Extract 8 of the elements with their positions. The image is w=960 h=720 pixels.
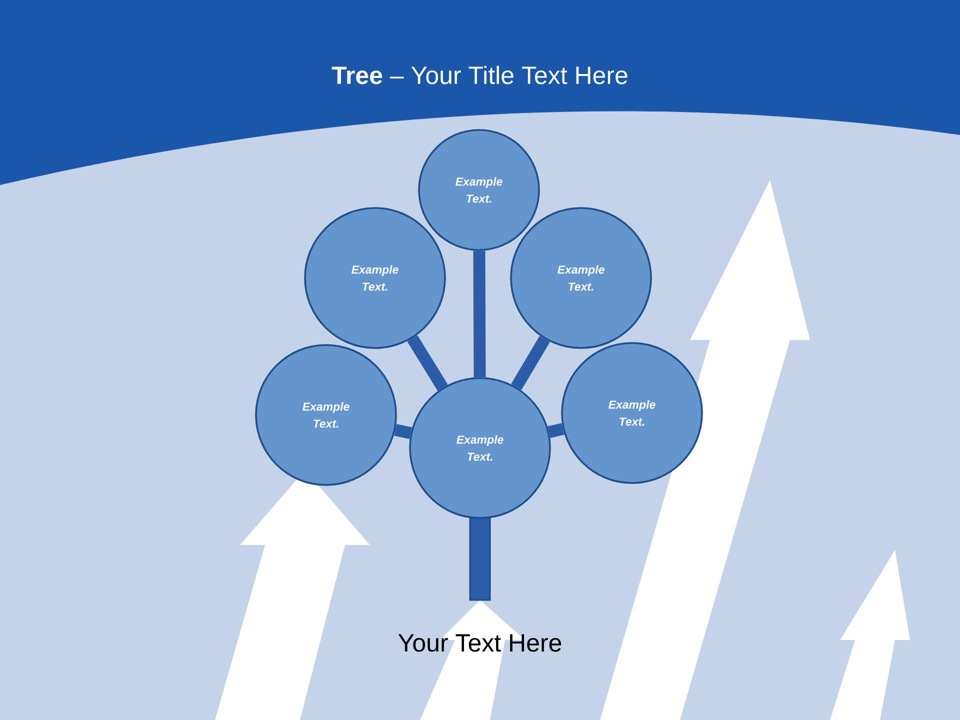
- tree-trunk: [469, 517, 491, 601]
- tree-branch: [473, 250, 486, 378]
- tree-branch: [548, 423, 564, 438]
- tree-branch: [511, 336, 550, 390]
- slide-title: Tree – Your Title Text Here: [332, 66, 628, 84]
- tree-branch: [394, 424, 412, 440]
- tree-branch: [407, 335, 448, 391]
- subtitle-text: Your Text Here: [398, 634, 562, 652]
